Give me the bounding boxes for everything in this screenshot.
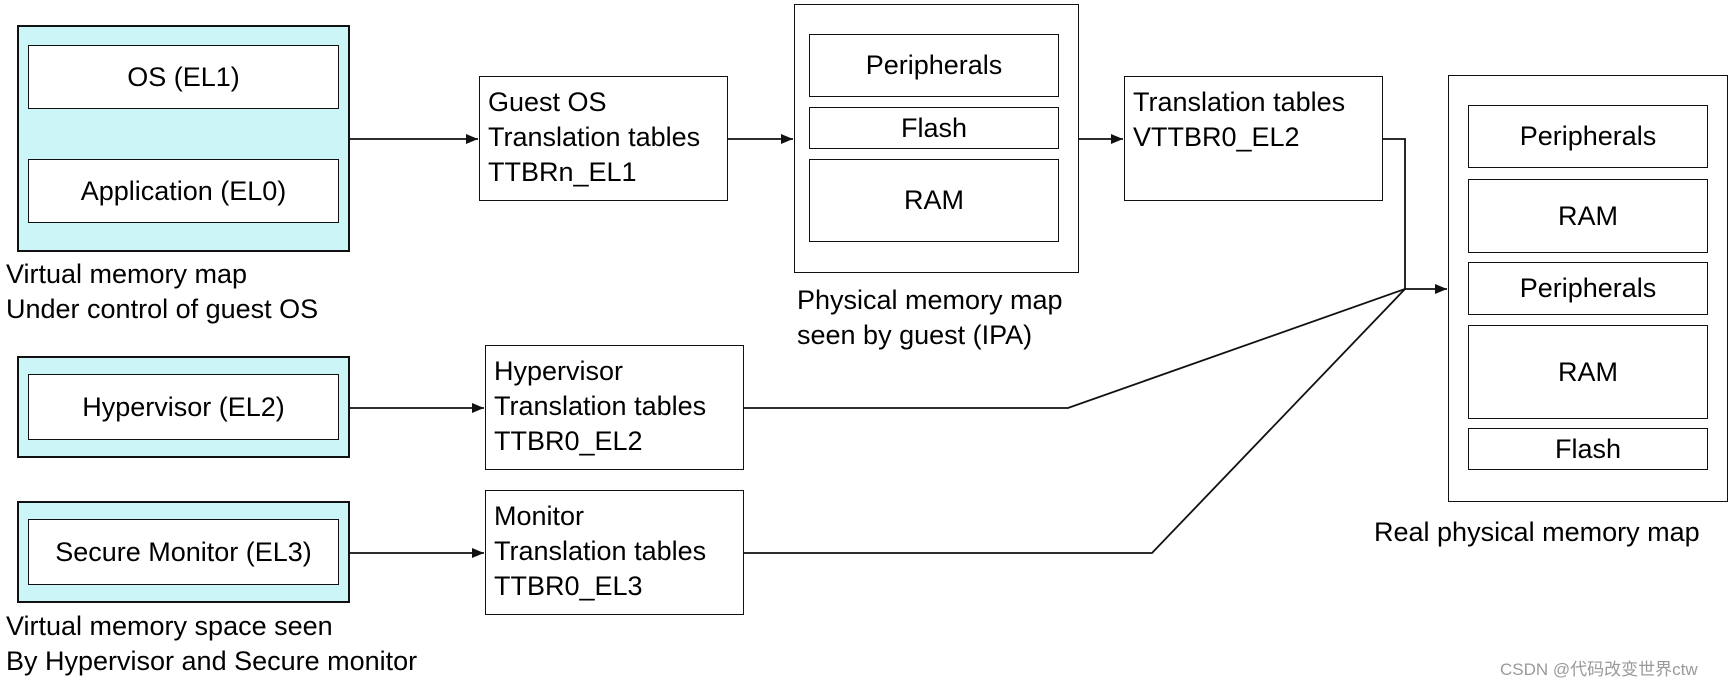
- monitor-translation-tables: Monitor Translation tables TTBR0_EL3: [485, 490, 744, 615]
- ipa-region-ram: RAM: [809, 159, 1059, 242]
- os-el1-box: OS (EL1): [28, 45, 339, 109]
- secure-monitor-el3-box: Secure Monitor (EL3): [28, 519, 339, 585]
- line-mon-tables-to-junction: [743, 288, 1406, 554]
- real-region-peripherals-1: Peripherals: [1468, 105, 1708, 168]
- real-region-peripherals-2: Peripherals: [1468, 262, 1708, 315]
- ipa-caption: Physical memory map seen by guest (IPA): [797, 285, 1063, 350]
- guest-os-caption: Virtual memory map Under control of gues…: [6, 259, 319, 324]
- real-region-ram-2: RAM: [1468, 325, 1708, 419]
- application-el0-box: Application (EL0): [28, 159, 339, 223]
- watermark: CSDN @代码改变世界ctw: [1500, 660, 1698, 679]
- ipa-region-flash: Flash: [809, 107, 1059, 149]
- guest-os-translation-tables: Guest OS Translation tables TTBRn_EL1: [479, 76, 728, 201]
- stage2-translation-tables: Translation tables VTTBR0_EL2: [1124, 76, 1383, 201]
- line-stage2-to-junction: [1382, 138, 1406, 289]
- hypervisor-translation-tables: Hypervisor Translation tables TTBR0_EL2: [485, 345, 744, 470]
- ipa-region-peripherals: Peripherals: [809, 34, 1059, 97]
- hypervisor-el2-box: Hypervisor (EL2): [28, 374, 339, 440]
- line-hyp-tables-to-junction: [743, 288, 1406, 409]
- hyp-monitor-caption: Virtual memory space seen By Hypervisor …: [6, 611, 418, 676]
- real-map-caption: Real physical memory map: [1374, 517, 1700, 547]
- real-region-flash: Flash: [1468, 428, 1708, 470]
- real-region-ram-1: RAM: [1468, 179, 1708, 253]
